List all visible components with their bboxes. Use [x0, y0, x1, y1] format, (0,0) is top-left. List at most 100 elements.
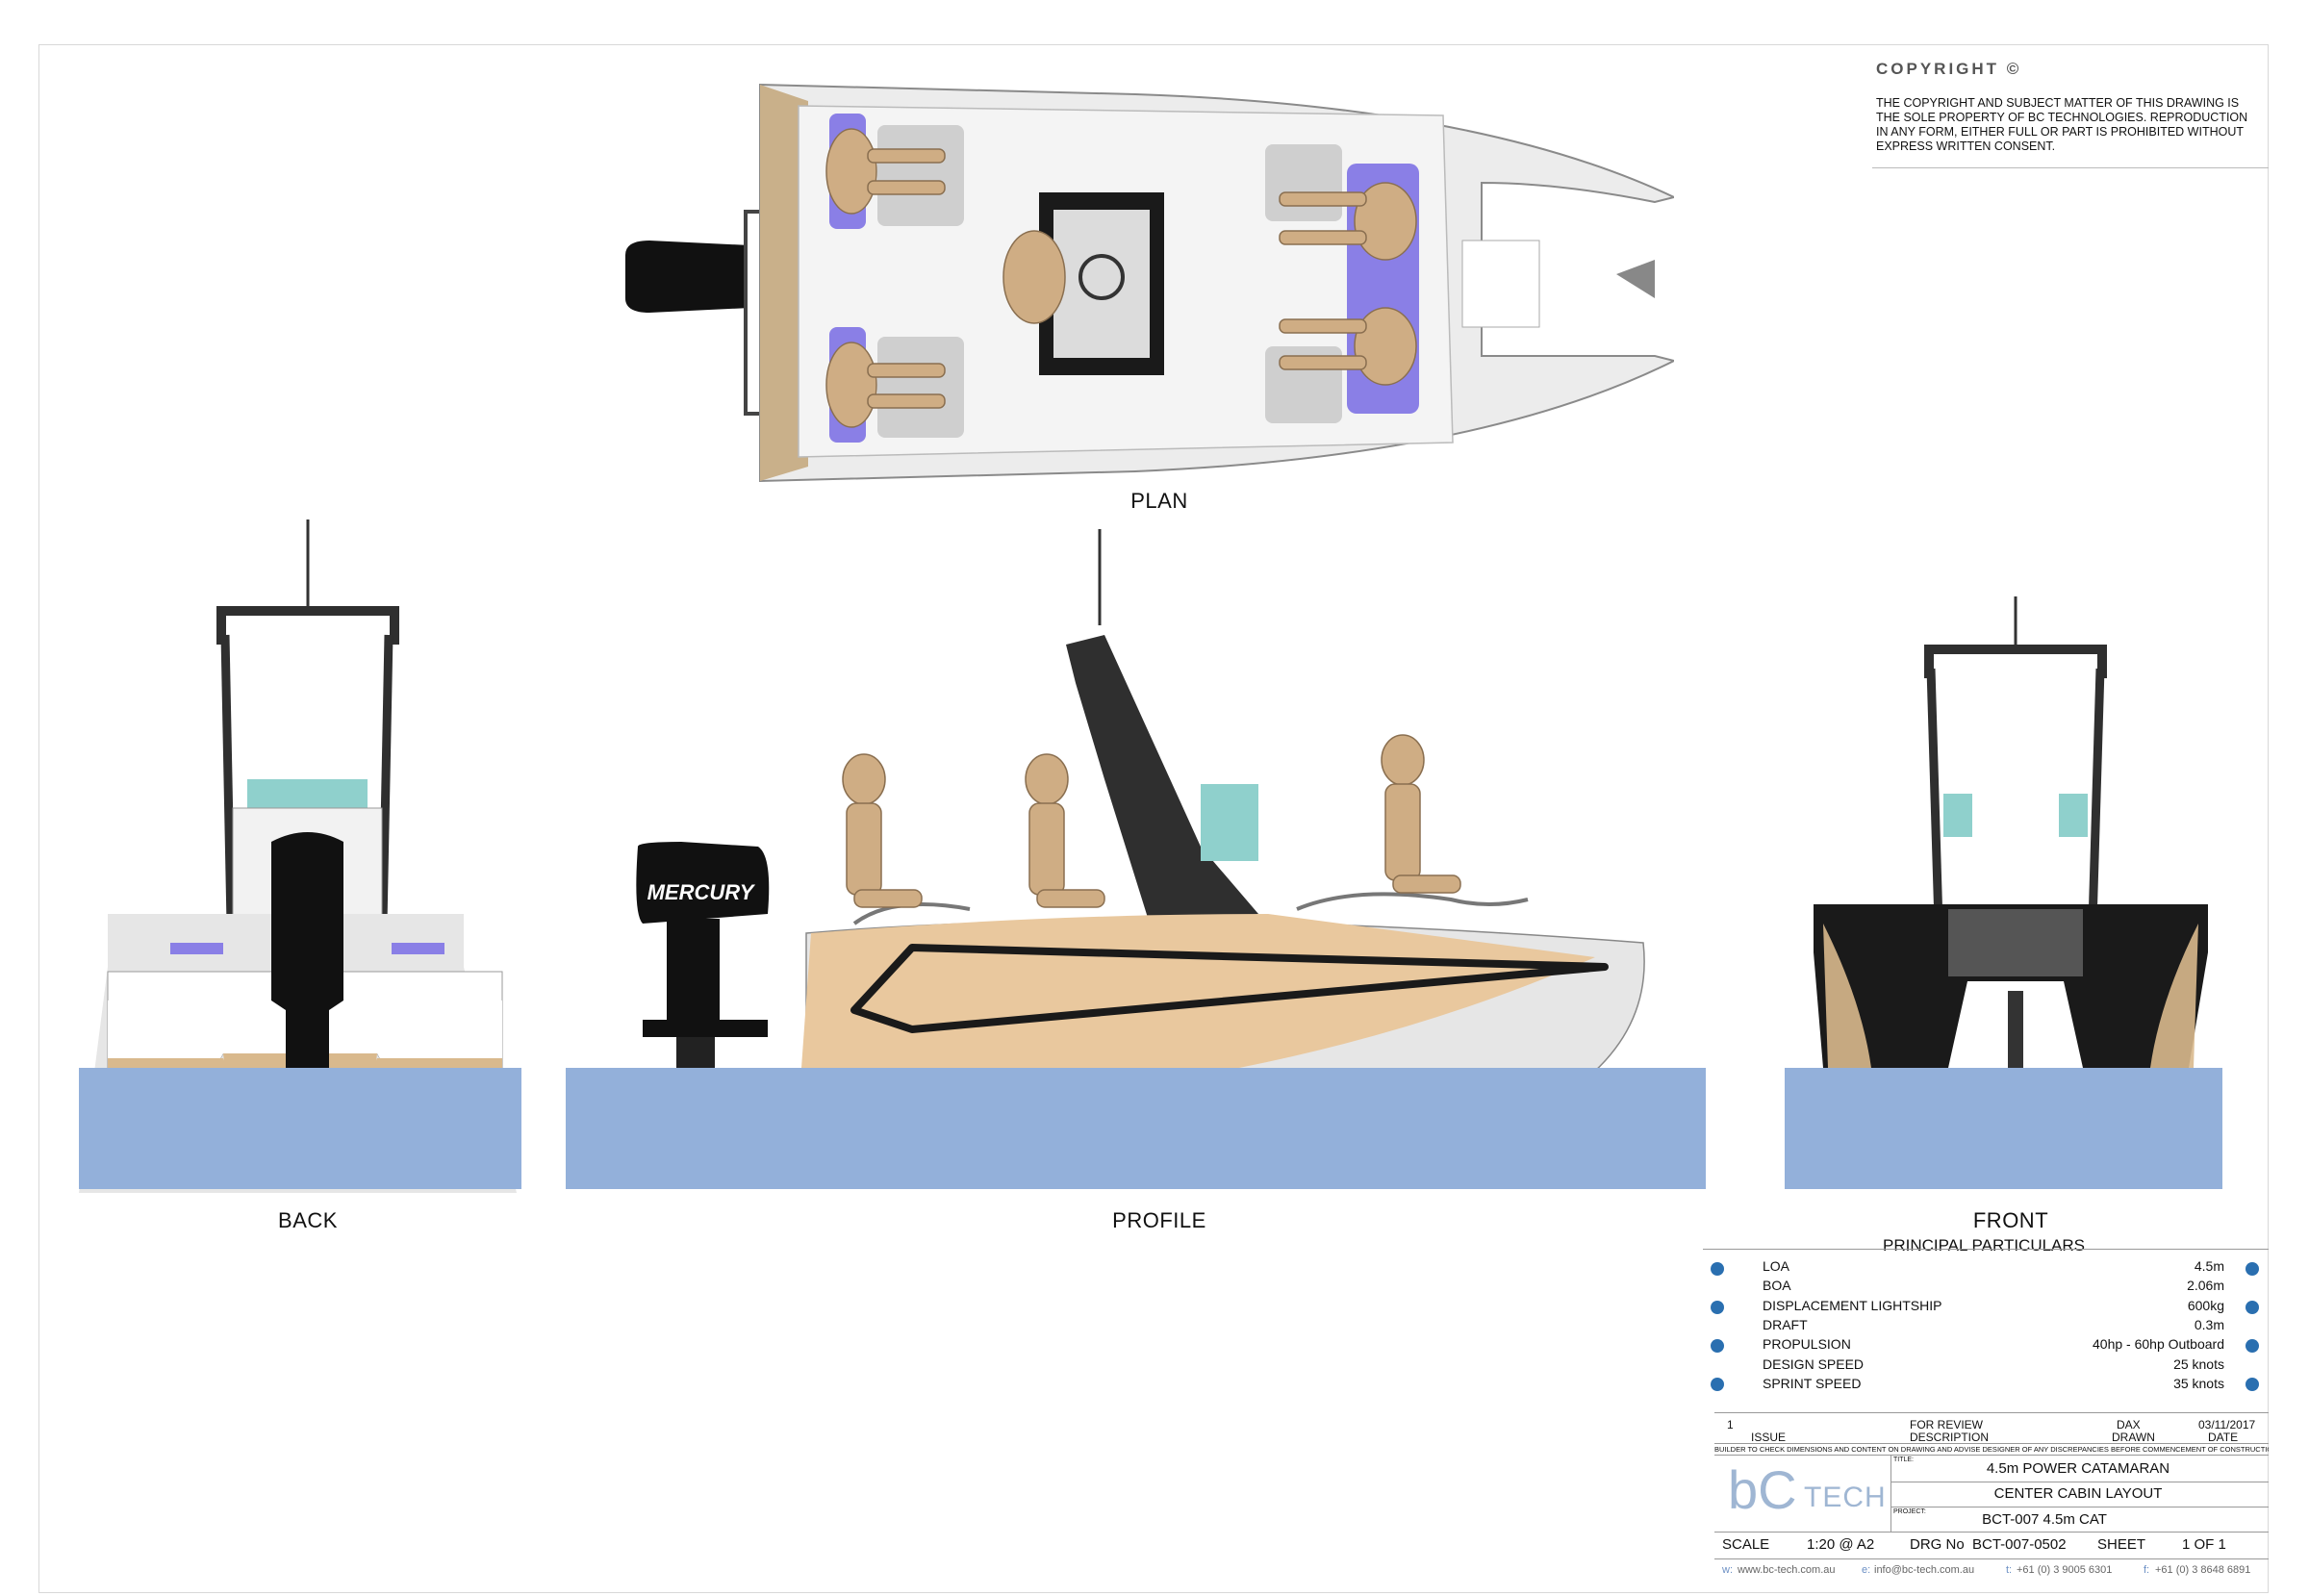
bullet-dot: [2246, 1378, 2259, 1391]
company-logo-tech: TECH: [1804, 1482, 1887, 1513]
phone: +61 (0) 3 9005 6301: [2017, 1564, 2113, 1576]
drawing-number-label: DRG No: [1910, 1536, 1965, 1553]
divider: [1890, 1455, 1891, 1532]
console-deck: [1053, 210, 1150, 358]
particular-value: 35 knots: [2173, 1375, 2224, 1391]
particulars-row: BOA 2.06m: [1763, 1278, 2224, 1297]
drawing-border: [38, 44, 2269, 1593]
sheet-label: SHEET: [2097, 1536, 2146, 1553]
seat-box-aft-starboard: [877, 337, 964, 438]
bow-fitting: [1616, 260, 1655, 298]
particular-value: 4.5m: [2194, 1258, 2224, 1274]
issue-number: 1: [1727, 1418, 1734, 1431]
divider: [1714, 1558, 2269, 1559]
particulars-row: DESIGN SPEED 25 knots: [1763, 1356, 2224, 1376]
web-label: w:: [1722, 1564, 1733, 1576]
project-field-label: PROJECT:: [1893, 1508, 1926, 1515]
view-label-profile: PROFILE: [1112, 1208, 1206, 1232]
view-label-front: FRONT: [1972, 1208, 2049, 1232]
copyright-notice: THE COPYRIGHT AND SUBJECT MATTER OF THIS…: [1876, 96, 2248, 153]
waterline-profile: [566, 1068, 1706, 1189]
project-name: BCT-007 4.5m CAT: [1982, 1511, 2107, 1528]
bullet-dot: [1711, 1301, 1724, 1314]
header-drawn: DRAWN: [2112, 1431, 2155, 1444]
steering-wheel-icon: [1078, 254, 1125, 300]
bullet-dot: [2246, 1339, 2259, 1353]
particular-value: 40hp - 60hp Outboard: [2093, 1336, 2224, 1353]
email-label: e:: [1862, 1564, 1871, 1576]
particular-name: DESIGN SPEED: [1763, 1355, 1865, 1372]
bow-hatch: [1461, 240, 1540, 328]
particular-name: DISPLACEMENT LIGHTSHIP: [1763, 1297, 1942, 1313]
engine-brand-label: MERCURY: [647, 880, 756, 904]
view-label-back: BACK: [278, 1208, 338, 1232]
principal-particulars-title: PRINCIPAL PARTICULARS: [1882, 1236, 2086, 1254]
title-field-label: TITLE:: [1893, 1457, 1915, 1463]
bullet-dot: [1711, 1339, 1724, 1353]
passenger-figures-profile: [842, 734, 1461, 908]
bullet-dot: [1711, 1262, 1724, 1276]
particular-value: 25 knots: [2173, 1355, 2224, 1372]
header-date: DATE: [2208, 1431, 2239, 1444]
bullet-dot: [2246, 1262, 2259, 1276]
particulars-row: SPRINT SPEED 35 knots: [1763, 1376, 2224, 1395]
outboard-motor-plan: [625, 241, 750, 313]
divider: [1714, 1532, 2269, 1533]
divider: [1872, 167, 2269, 168]
outboard-cowling-profile: [636, 842, 770, 924]
helm-figure: [1002, 230, 1066, 324]
view-label-plan: PLAN: [1130, 489, 1188, 513]
issue-description: FOR REVIEW: [1910, 1418, 1984, 1431]
particulars-row: PROPULSION 40hp - 60hp Outboard: [1763, 1336, 2224, 1355]
header-description: DESCRIPTION: [1910, 1431, 1990, 1444]
divider: [1714, 1443, 2269, 1444]
particular-name: DRAFT: [1763, 1316, 1808, 1332]
scale-label: SCALE: [1722, 1536, 1770, 1553]
particular-name: PROPULSION: [1763, 1336, 1851, 1353]
header-issue: ISSUE: [1751, 1431, 1787, 1444]
email[interactable]: info@bc-tech.com.au: [1874, 1564, 1975, 1576]
particular-value: 0.3m: [2194, 1316, 2224, 1332]
sheet-value: 1 OF 1: [2182, 1536, 2226, 1553]
particular-name: BOA: [1763, 1278, 1791, 1294]
drawing-number: BCT-007-0502: [1972, 1536, 2067, 1553]
stern-tan-strip: [760, 85, 808, 481]
particulars-row: DRAFT 0.3m: [1763, 1317, 2224, 1336]
seat-box-fwd-port: [1265, 144, 1342, 221]
plan-view-drawing: [625, 83, 1674, 483]
bullet-dot: [1711, 1378, 1724, 1391]
divider: [1714, 1412, 2269, 1413]
hull-stripe: [850, 944, 1609, 1033]
outboard-motor-back: [271, 832, 343, 1097]
issue-date: 03/11/2017: [2198, 1418, 2256, 1431]
phone-label: t:: [2006, 1564, 2013, 1576]
drawing-title-line-1: 4.5m POWER CATAMARAN: [1986, 1460, 2170, 1477]
copyright-title: COPYRIGHT ©: [1876, 60, 2022, 78]
company-logo-bc: bC: [1728, 1459, 1797, 1520]
particular-value: 600kg: [2187, 1297, 2224, 1313]
drawn-by: DAX: [2117, 1418, 2141, 1431]
scale-value: 1:20 @ A2: [1807, 1536, 1875, 1553]
particular-name: LOA: [1763, 1258, 1790, 1274]
t-top-frame-back: [216, 606, 399, 645]
waterline-front: [1785, 1068, 2222, 1189]
seat-box-aft-port: [877, 125, 964, 226]
website[interactable]: www.bc-tech.com.au: [1738, 1564, 1836, 1576]
fax-label: f:: [2144, 1564, 2150, 1576]
builder-note: BUILDER TO CHECK DIMENSIONS AND CONTENT …: [1714, 1445, 2269, 1454]
hull-front: [1814, 904, 2208, 1068]
waterline-back: [79, 1068, 521, 1189]
particulars-row: LOA 4.5m: [1763, 1258, 2224, 1278]
particular-value: 2.06m: [2187, 1278, 2224, 1294]
passenger-figures-aft: [825, 128, 946, 428]
divider: [1714, 1455, 2269, 1456]
windscreen-profile: [1201, 784, 1258, 861]
fax: +61 (0) 3 8648 6891: [2155, 1564, 2251, 1576]
particular-name: SPRINT SPEED: [1763, 1375, 1862, 1391]
principal-particulars-table: [1703, 1249, 2269, 1402]
bullet-dot: [2246, 1301, 2259, 1314]
particulars-row: DISPLACEMENT LIGHTSHIP 600kg: [1763, 1298, 2224, 1317]
t-top-frame-front: [1924, 645, 2107, 678]
drawing-title-line-2: CENTER CABIN LAYOUT: [1993, 1485, 2163, 1502]
passenger-figures-forward: [1279, 182, 1417, 386]
